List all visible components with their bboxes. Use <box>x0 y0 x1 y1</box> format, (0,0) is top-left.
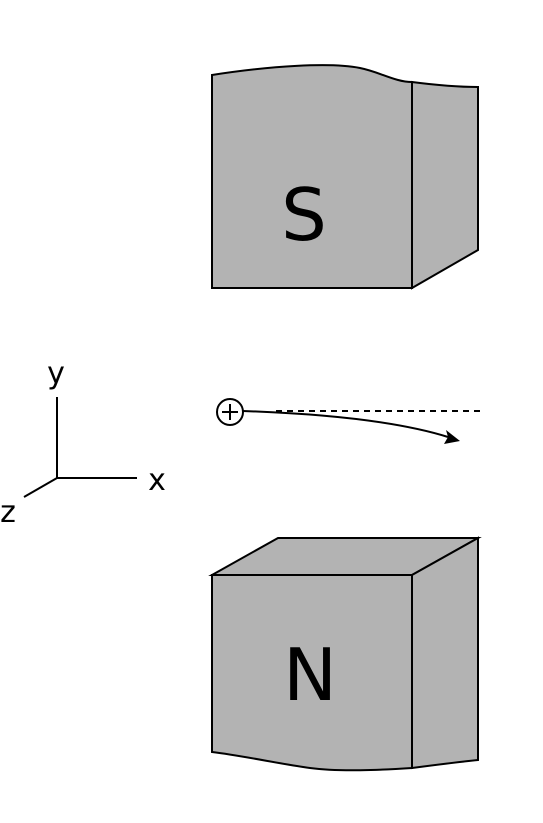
z-axis <box>23 477 58 498</box>
magnet-south-label: S <box>281 173 327 257</box>
trajectory-arrow-icon <box>444 430 460 444</box>
magnet-south: S <box>211 64 479 290</box>
curved-trajectory <box>242 410 449 438</box>
magnet-north-front-face <box>211 574 413 772</box>
y-axis-label: y <box>47 356 65 391</box>
coordinate-axes: y x z <box>0 356 166 530</box>
positive-charge <box>216 398 244 426</box>
magnet-south-side-face <box>411 80 479 290</box>
charged-particle-path <box>216 398 480 444</box>
z-axis-label: z <box>0 495 16 530</box>
magnet-north-side-face <box>411 536 479 770</box>
x-axis-label: x <box>148 463 166 498</box>
magnet-south-front-face <box>211 64 413 289</box>
magnet-north-label: N <box>283 633 337 717</box>
magnet-north: N <box>208 536 482 772</box>
